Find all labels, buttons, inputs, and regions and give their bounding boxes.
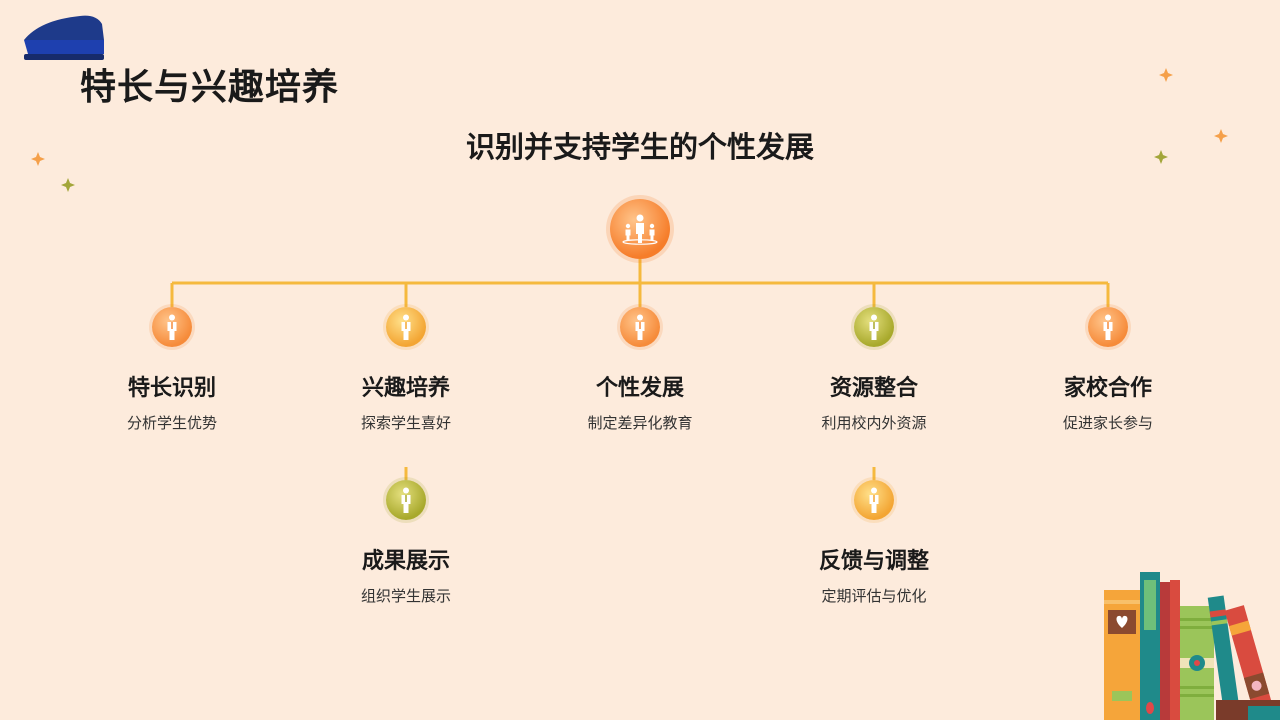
node-icon-circle (854, 307, 894, 347)
sparkle-icon (61, 178, 75, 192)
node-personal-development: 个性发展 制定差异化教育 (530, 307, 750, 433)
sparkle-icon (1214, 129, 1228, 143)
node-icon-circle (854, 480, 894, 520)
diagram-subtitle: 识别并支持学生的个性发展 (465, 130, 814, 164)
node-label: 反馈与调整 (818, 549, 929, 574)
node-label: 个性发展 (595, 376, 684, 401)
root-node (610, 199, 670, 259)
sparkle-icon (31, 152, 45, 166)
node-label: 兴趣培养 (361, 376, 450, 401)
node-description: 分析学生优势 (126, 414, 217, 432)
person-icon (167, 314, 177, 340)
books-illustration (1104, 572, 1280, 720)
node-description: 组织学生展示 (360, 587, 451, 605)
node-home-school-cooperation: 家校合作 促进家长参与 (998, 307, 1218, 433)
node-icon-circle (386, 307, 426, 347)
person-icon (869, 314, 879, 340)
node-talent-identification: 特长识别 分析学生优势 (62, 307, 282, 433)
node-icon-circle (386, 480, 426, 520)
node-icon-circle (1088, 307, 1128, 347)
person-icon (635, 314, 645, 340)
sparkle-icon (1154, 150, 1168, 164)
node-description: 定期评估与优化 (821, 587, 927, 605)
node-label: 资源整合 (829, 376, 918, 401)
stapler-icon (24, 15, 104, 60)
node-feedback-adjustment: 反馈与调整 定期评估与优化 (764, 480, 984, 606)
node-description: 探索学生喜好 (360, 414, 451, 432)
node-description: 利用校内外资源 (821, 414, 927, 432)
node-label: 特长识别 (127, 376, 216, 401)
person-icon (1103, 314, 1113, 340)
person-icon (401, 487, 411, 513)
page-title: 特长与兴趣培养 (80, 67, 340, 108)
person-icon (869, 487, 879, 513)
group-icon (622, 214, 658, 245)
node-label: 家校合作 (1063, 376, 1152, 401)
node-description: 促进家长参与 (1062, 414, 1153, 432)
node-icon-circle (620, 307, 660, 347)
person-icon (401, 314, 411, 340)
node-achievement-showcase: 成果展示 组织学生展示 (296, 480, 516, 606)
node-resource-integration: 资源整合 利用校内外资源 (764, 307, 984, 433)
sparkle-icon (1159, 68, 1173, 82)
node-interest-cultivation: 兴趣培养 探索学生喜好 (296, 307, 516, 433)
node-icon-circle (152, 307, 192, 347)
node-description: 制定差异化教育 (587, 414, 693, 432)
node-label: 成果展示 (361, 549, 450, 574)
